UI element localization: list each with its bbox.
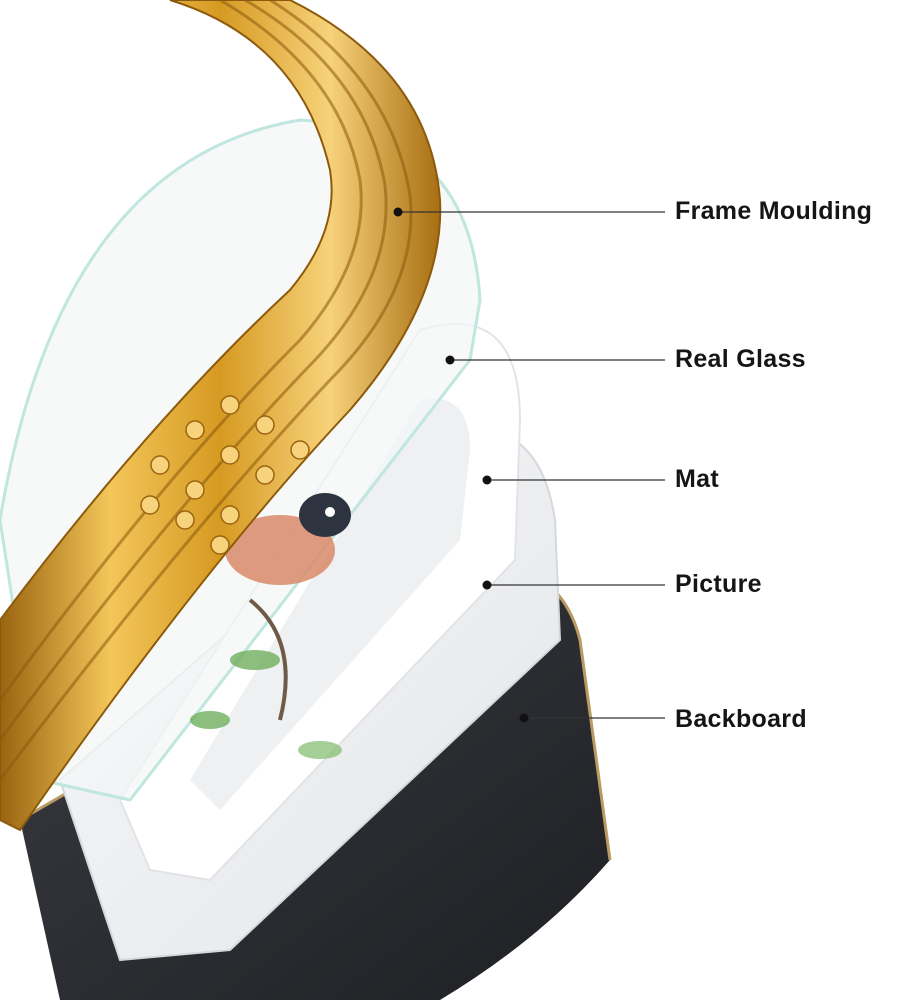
mat-opening — [190, 398, 470, 810]
label-real-glass: Real Glass — [675, 345, 806, 373]
label-backboard: Backboard — [675, 705, 807, 733]
label-frame-moulding: Frame Moulding — [675, 197, 873, 225]
dot-picture — [482, 580, 492, 590]
label-picture: Picture — [675, 570, 762, 598]
dot-mat — [482, 475, 492, 485]
label-mat: Mat — [675, 465, 719, 493]
frame-grooves — [0, 0, 413, 781]
bird-artwork — [190, 493, 351, 759]
leader-dots — [393, 207, 529, 723]
frame-moulding — [0, 0, 442, 832]
dot-glass — [445, 355, 455, 365]
dot-frame — [393, 207, 403, 217]
dot-backboard — [519, 713, 529, 723]
leader-lines — [398, 211, 665, 719]
frame-ornament — [140, 395, 310, 555]
